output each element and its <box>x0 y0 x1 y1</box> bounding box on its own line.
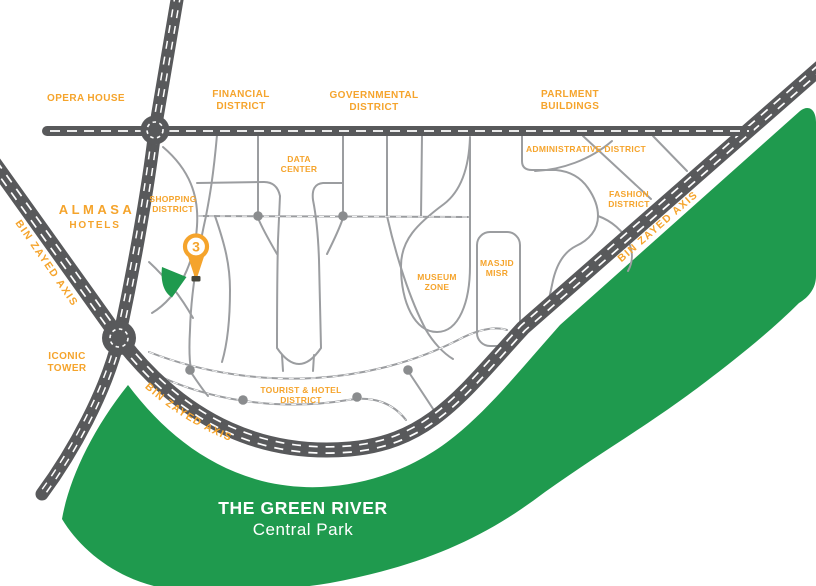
street-network <box>148 134 688 421</box>
green-river-area <box>62 108 816 586</box>
road-network <box>0 0 816 501</box>
financial-district-label2: DISTRICT <box>216 101 265 112</box>
intersection-dot <box>403 365 413 375</box>
shopping-district-label: SHOPPING <box>149 194 196 204</box>
fashion-district-label: FASHION <box>609 189 649 199</box>
data-center-label: DATA <box>287 154 311 164</box>
parlment-buildings-label2: BUILDINGS <box>541 101 600 112</box>
street-arc-tourist <box>152 372 407 421</box>
street-admin-2 <box>652 135 688 172</box>
data-center-label2: CENTER <box>281 164 318 174</box>
intersection-dot <box>238 395 248 405</box>
tourist-hotel-district-label: TOURIST & HOTEL <box>260 385 341 395</box>
masjid-misr-label2: MISR <box>486 268 508 278</box>
tourist-hotel-district-label2: DISTRICT <box>280 395 322 405</box>
street-stub <box>281 354 284 372</box>
pin-circle <box>182 233 210 260</box>
governmental-district-label: GOVERNMENTAL <box>329 90 418 101</box>
street-admin-1 <box>582 135 652 200</box>
opera-house-label: OPERA HOUSE <box>47 93 125 104</box>
street-arc-upper-dash <box>148 328 508 380</box>
intersection-dots <box>185 211 413 405</box>
green-river-subtitle: Central Park <box>253 520 353 539</box>
parlment-buildings-label: PARLMENT <box>541 89 599 100</box>
street-vertical-spoke <box>386 134 454 360</box>
iconic-tower-label2: TOWER <box>47 363 86 374</box>
almasa-hotels-logo: ALMASA <box>59 202 136 217</box>
intersection-dot <box>185 365 195 375</box>
green-river-shape <box>62 108 816 586</box>
street-connector <box>407 370 438 416</box>
street-arc-upper <box>148 327 508 380</box>
street-admin-3 <box>534 140 613 172</box>
street-vertical <box>420 134 423 218</box>
financial-district-label: FINANCIAL <box>212 89 269 100</box>
street-connector <box>257 217 278 255</box>
bin-zayed-axis-road <box>0 61 816 458</box>
axis-road-core <box>0 68 816 453</box>
museum-zone-label: MUSEUM <box>417 272 457 282</box>
masjid-misr-label: MASJID <box>480 258 514 268</box>
plot-marker-shape <box>161 267 187 298</box>
street-collector-dash <box>197 215 469 218</box>
street-spoke-right <box>214 215 232 363</box>
museum-zone-boundary <box>399 136 471 334</box>
pin-number: 3 <box>192 239 200 255</box>
administrative-district-label: ADMINISTRATIVE DISTRICT <box>526 144 647 154</box>
museum-zone-label2: ZONE <box>425 282 450 292</box>
fashion-district-label2: DISTRICT <box>608 199 650 209</box>
roundabout-south <box>102 321 136 355</box>
intersection-dot <box>253 211 263 221</box>
street-stub <box>312 354 315 372</box>
almasa-hotels-sub: HOTELS <box>69 220 120 231</box>
roundabout-north <box>140 115 170 145</box>
street-u-loop <box>196 180 344 365</box>
intersection-dot <box>352 392 362 402</box>
shopping-district-label2: DISTRICT <box>152 204 194 214</box>
pin-base-icon <box>191 276 201 282</box>
iconic-tower-label: ICONIC <box>48 351 85 362</box>
location-pin-3[interactable]: 3 <box>182 233 210 282</box>
green-river-title: THE GREEN RIVER <box>218 498 387 518</box>
governmental-district-label2: DISTRICT <box>349 102 398 113</box>
street-connector <box>326 217 344 255</box>
intersection-dot <box>338 211 348 221</box>
street-masjid-east <box>521 134 600 300</box>
street-connector <box>189 370 209 397</box>
